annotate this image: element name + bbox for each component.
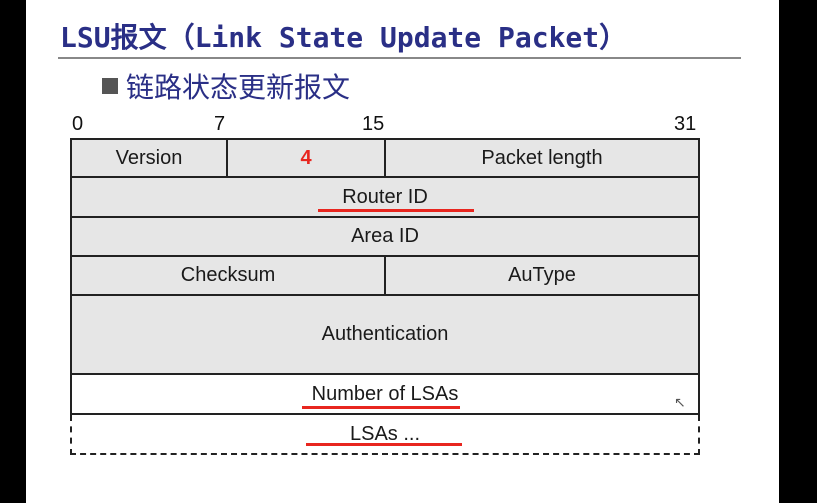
header-row-1: Version 4 Packet length — [70, 138, 700, 178]
slide-title: LSU报文（Link State Update Packet） — [60, 21, 628, 54]
number-of-lsas-underline — [302, 406, 460, 409]
square-bullet-icon — [102, 78, 118, 94]
autype-field: AuType — [386, 257, 700, 296]
slide: LSU报文（Link State Update Packet） 链路状态更新报文… — [26, 0, 779, 503]
version-field: Version — [70, 138, 228, 178]
left-black-border — [0, 0, 26, 503]
slide-subtitle: 链路状态更新报文 — [102, 66, 350, 106]
lsas-row: LSAs ... — [70, 415, 700, 455]
type-field: 4 — [228, 138, 386, 178]
router-id-row: Router ID — [70, 178, 700, 218]
checksum-field: Checksum — [70, 257, 386, 296]
checksum-row: Checksum AuType — [70, 257, 700, 296]
authentication-label: Authentication — [321, 323, 449, 345]
checksum-label: Checksum — [180, 264, 276, 286]
bit-label-0: 0 — [72, 113, 84, 135]
type-value: 4 — [300, 146, 312, 169]
packet-length-field: Packet length — [386, 138, 700, 178]
router-id-label: Router ID — [342, 185, 428, 208]
bit-label-7: 7 — [214, 113, 226, 135]
packet-length-label: Packet length — [481, 146, 603, 169]
router-id-underline — [318, 209, 474, 212]
version-label: Version — [115, 146, 183, 169]
title-divider — [58, 57, 741, 59]
right-black-border — [779, 0, 817, 503]
mouse-pointer-icon: ↖ — [674, 394, 686, 410]
authentication-row: Authentication — [70, 296, 700, 375]
autype-label: AuType — [508, 264, 576, 286]
lsas-underline — [306, 443, 462, 446]
number-of-lsas-row: Number of LSAs — [70, 375, 700, 415]
router-id-field: Router ID — [70, 178, 700, 218]
number-of-lsas-label: Number of LSAs — [311, 382, 459, 405]
area-id-label: Area ID — [351, 225, 419, 247]
bit-label-15: 15 — [362, 113, 385, 135]
authentication-field: Authentication — [70, 296, 700, 375]
number-of-lsas-field: Number of LSAs — [70, 375, 700, 415]
lsas-field: LSAs ... — [70, 415, 700, 455]
subtitle-text: 链路状态更新报文 — [126, 72, 351, 103]
lsas-label: LSAs ... — [349, 422, 421, 445]
area-id-field: Area ID — [70, 218, 700, 257]
area-id-row: Area ID — [70, 218, 700, 257]
bit-label-31: 31 — [674, 113, 697, 135]
